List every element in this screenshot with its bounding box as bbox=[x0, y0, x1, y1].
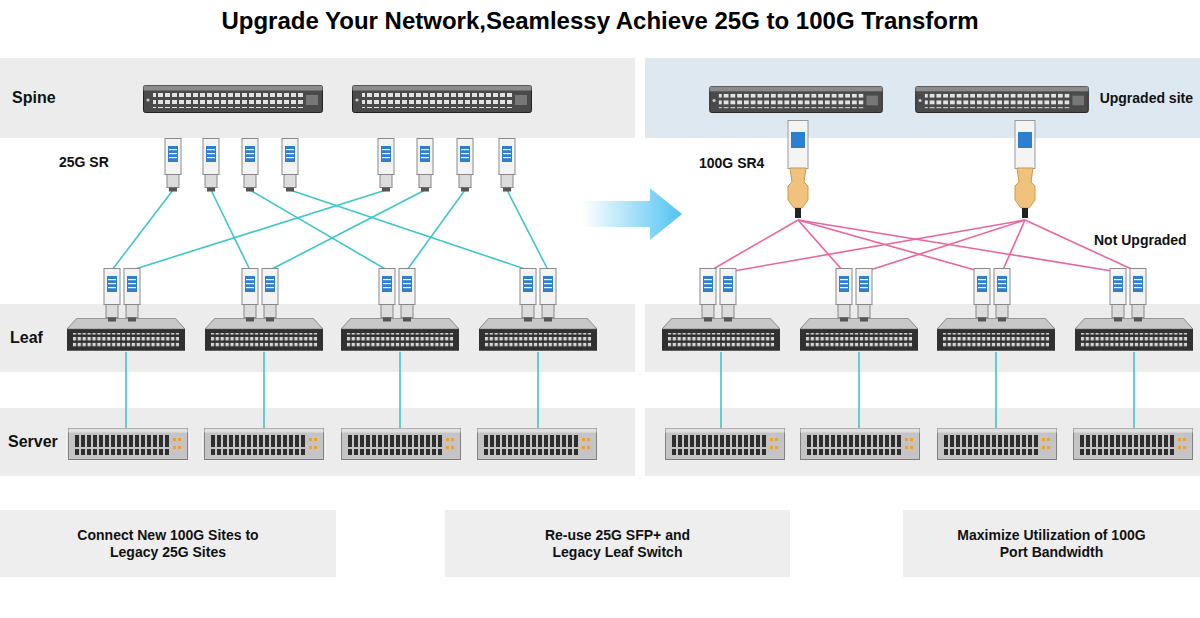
server-link bbox=[537, 352, 539, 428]
server-link bbox=[995, 352, 997, 428]
sfp-module bbox=[974, 269, 990, 322]
sfp-module bbox=[104, 269, 120, 322]
sfp-module bbox=[262, 269, 278, 322]
server bbox=[205, 429, 324, 460]
server-link bbox=[125, 352, 127, 428]
leaf-switch bbox=[67, 318, 185, 350]
transform-arrow bbox=[583, 188, 682, 240]
fiber-link bbox=[507, 190, 548, 270]
sfp-module bbox=[203, 139, 219, 192]
server bbox=[342, 429, 461, 460]
sfp-module bbox=[165, 139, 181, 192]
server-link bbox=[1133, 352, 1135, 428]
title-box: Upgrade Your Network,Seamlessy Achieve 2… bbox=[0, 6, 1200, 36]
spine-switch bbox=[710, 86, 883, 112]
leaf-switch bbox=[937, 318, 1055, 350]
server bbox=[478, 429, 597, 460]
leaf-switch bbox=[479, 318, 597, 350]
spine-switch bbox=[916, 86, 1089, 112]
fiber-link bbox=[290, 190, 528, 270]
fiber-link bbox=[270, 190, 425, 270]
sfp-module bbox=[1110, 269, 1126, 322]
label-holder: 100G SR4 bbox=[697, 154, 766, 172]
sfp-module bbox=[520, 269, 536, 322]
benefit-box: Connect New 100G Sites to Legacy 25G Sit… bbox=[0, 510, 336, 577]
server bbox=[938, 429, 1057, 460]
layer-label: Server bbox=[8, 432, 58, 451]
fiber-link bbox=[211, 190, 250, 270]
leaf-switch bbox=[341, 318, 459, 350]
sfp-module bbox=[457, 139, 473, 192]
sfp-module bbox=[540, 269, 556, 322]
module-label: 100G SR4 bbox=[697, 154, 766, 172]
qsfp-module bbox=[788, 121, 808, 219]
sfp-module bbox=[720, 269, 736, 322]
server-link bbox=[263, 352, 265, 428]
leaf-switch bbox=[800, 318, 918, 350]
fiber-link bbox=[112, 190, 173, 270]
sfp-module bbox=[378, 139, 394, 192]
fiber-link bbox=[250, 190, 387, 270]
breakout-link bbox=[798, 220, 844, 272]
server bbox=[666, 429, 785, 460]
layer-label: Upgraded site bbox=[1100, 90, 1193, 107]
breakout-link bbox=[728, 220, 1025, 272]
sfp-module bbox=[856, 269, 872, 322]
sfp-module bbox=[417, 139, 433, 192]
server-link bbox=[399, 352, 401, 428]
leaf-switch bbox=[1075, 318, 1193, 350]
layer-label: Spine bbox=[12, 88, 56, 107]
server-link bbox=[858, 352, 860, 428]
fiber-link bbox=[407, 190, 465, 270]
benefit-box: Re-use 25G SFP+ and Legacy Leaf Switch bbox=[445, 510, 790, 577]
breakout-link bbox=[798, 220, 1118, 272]
qsfp-module bbox=[1015, 121, 1035, 219]
leaf-switch bbox=[205, 318, 323, 350]
sfp-module bbox=[994, 269, 1010, 322]
breakout-link bbox=[1002, 220, 1025, 272]
sfp-module bbox=[124, 269, 140, 322]
benefit-box: Maximize Utilization of 100G Port Bandwi… bbox=[903, 510, 1200, 577]
sfp-module bbox=[242, 139, 258, 192]
label-holder: 25G SR bbox=[57, 153, 111, 171]
label-holder: Not Upgraded bbox=[1092, 231, 1189, 249]
sfp-module bbox=[700, 269, 716, 322]
sfp-module bbox=[1130, 269, 1146, 322]
sfp-module bbox=[379, 269, 395, 322]
sfp-module bbox=[499, 139, 515, 192]
server bbox=[1074, 429, 1193, 460]
layer-label: Leaf bbox=[10, 328, 43, 347]
server bbox=[69, 429, 188, 460]
sfp-module bbox=[282, 139, 298, 192]
diagram-title: Upgrade Your Network,Seamlessy Achieve 2… bbox=[221, 7, 978, 34]
sfp-module bbox=[399, 269, 415, 322]
server bbox=[801, 429, 920, 460]
spine-switch bbox=[353, 86, 532, 113]
sfp-module bbox=[242, 269, 258, 322]
server-link bbox=[720, 352, 722, 428]
breakout-link bbox=[708, 220, 798, 272]
benefit-text: Maximize Utilization of 100G Port Bandwi… bbox=[942, 527, 1162, 561]
sfp-module bbox=[836, 269, 852, 322]
module-label: 25G SR bbox=[57, 153, 111, 171]
site-label: Not Upgraded bbox=[1092, 231, 1189, 249]
breakout-link bbox=[864, 220, 1025, 272]
server-band bbox=[645, 408, 1200, 476]
leaf-switch bbox=[662, 318, 780, 350]
benefit-text: Re-use 25G SFP+ and Legacy Leaf Switch bbox=[528, 527, 708, 561]
spine-switch bbox=[144, 86, 323, 113]
benefit-text: Connect New 100G Sites to Legacy 25G Sit… bbox=[63, 527, 273, 561]
